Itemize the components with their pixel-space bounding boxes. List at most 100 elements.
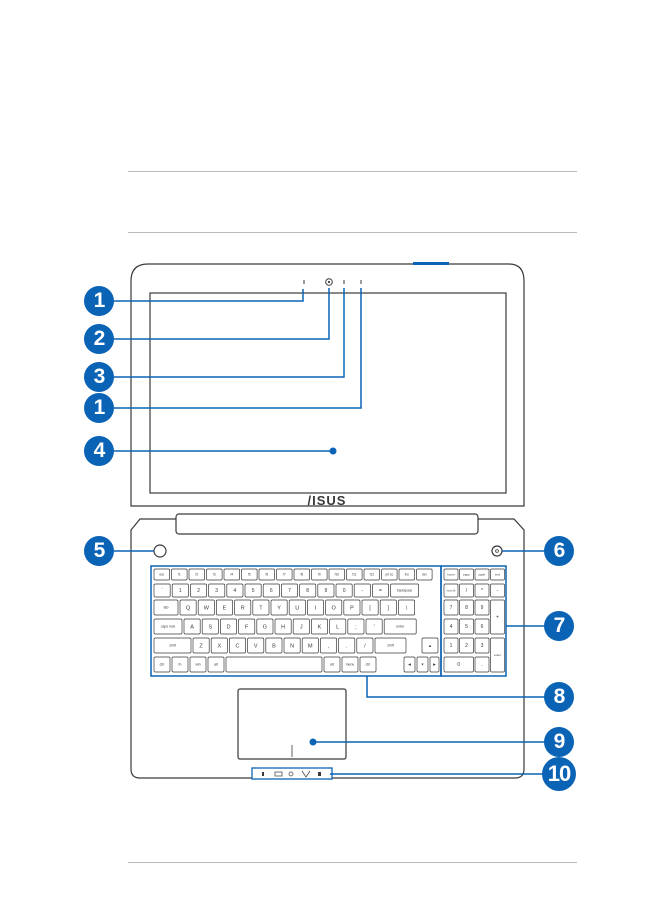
key	[325, 599, 343, 616]
key	[153, 599, 179, 616]
key	[307, 599, 324, 616]
key-label: F	[245, 624, 249, 630]
key-label: +	[496, 615, 499, 621]
key-label: enter	[494, 653, 501, 657]
key-label: enter	[396, 625, 405, 629]
status-indicator-icons	[262, 770, 321, 778]
key	[265, 637, 283, 654]
key-label: 6	[481, 624, 484, 630]
callout-1-microphone-right: 1	[84, 393, 114, 423]
key	[207, 656, 225, 673]
key	[153, 656, 171, 673]
bottom-rule	[128, 862, 577, 863]
key	[189, 656, 207, 673]
top-rule-1	[128, 171, 577, 172]
key-label: Y	[277, 605, 281, 611]
key-label: O	[332, 605, 337, 611]
key-label: end	[495, 573, 500, 577]
key	[490, 599, 505, 635]
key-label: 4	[450, 624, 453, 630]
key	[443, 583, 459, 598]
callout-6-power-right: 6	[544, 536, 574, 566]
key	[247, 637, 265, 654]
key	[317, 583, 335, 598]
key	[361, 599, 379, 616]
key	[421, 637, 439, 654]
key	[346, 568, 363, 581]
key	[474, 618, 490, 635]
key-label: 5	[252, 588, 255, 594]
key	[443, 618, 459, 635]
camera-lens	[327, 280, 331, 284]
key	[416, 568, 433, 581]
key	[288, 599, 306, 616]
key-label: X	[217, 643, 221, 649]
key-label: 1	[450, 643, 453, 649]
key-label: ▶	[433, 663, 437, 667]
key	[226, 583, 244, 598]
key-label: tab	[164, 606, 169, 610]
key-label: ctrl	[366, 663, 371, 667]
key	[153, 618, 183, 635]
key	[179, 599, 197, 616]
key-label: W	[204, 605, 210, 611]
key-label: f1	[178, 573, 181, 577]
key-label: K	[318, 624, 322, 630]
key	[416, 656, 429, 673]
key	[190, 583, 207, 598]
key	[341, 656, 359, 673]
key-label: N	[290, 643, 294, 649]
key	[459, 637, 474, 654]
key	[208, 583, 226, 598]
key	[274, 618, 292, 635]
key-label: f11	[352, 573, 356, 577]
key-label: alt	[330, 663, 334, 667]
key	[262, 583, 280, 598]
key-label: =	[379, 588, 382, 594]
key-label: 2	[465, 643, 468, 649]
key	[206, 568, 223, 581]
key-label: f8	[300, 573, 303, 577]
key	[258, 568, 275, 581]
lid-latch	[413, 262, 449, 265]
key-label: ▼	[421, 663, 424, 667]
key	[153, 637, 192, 654]
key	[381, 568, 398, 581]
key	[311, 568, 328, 581]
key	[347, 618, 365, 635]
key-label: 6	[270, 588, 273, 594]
key	[443, 599, 459, 616]
key	[153, 568, 170, 581]
key	[443, 568, 459, 581]
key-label: f10	[335, 573, 340, 577]
key-label: del	[422, 573, 427, 577]
key	[183, 618, 201, 635]
key-label: I	[315, 605, 317, 611]
key	[188, 568, 205, 581]
key-label: f4	[230, 573, 233, 577]
key-label: ctrl	[160, 663, 165, 667]
key-label: [	[369, 605, 371, 611]
key-label: 7	[288, 588, 291, 594]
key-label: pgdn	[479, 573, 486, 577]
key-label: U	[295, 605, 299, 611]
key	[335, 583, 353, 598]
key	[292, 618, 310, 635]
key-label: B	[272, 643, 276, 649]
key	[216, 599, 233, 616]
power-button-right	[491, 545, 503, 557]
key-label: ins	[405, 573, 409, 577]
key-label: f3	[213, 573, 216, 577]
key	[244, 583, 262, 598]
key	[443, 637, 459, 654]
key	[311, 618, 328, 635]
key	[343, 599, 361, 616]
key	[490, 637, 505, 673]
callout-8-keyboard: 8	[544, 682, 574, 712]
key-label: '	[374, 624, 375, 630]
key-label: f5	[248, 573, 251, 577]
callout-dots	[309, 447, 337, 746]
key-label: pgup	[463, 573, 470, 577]
